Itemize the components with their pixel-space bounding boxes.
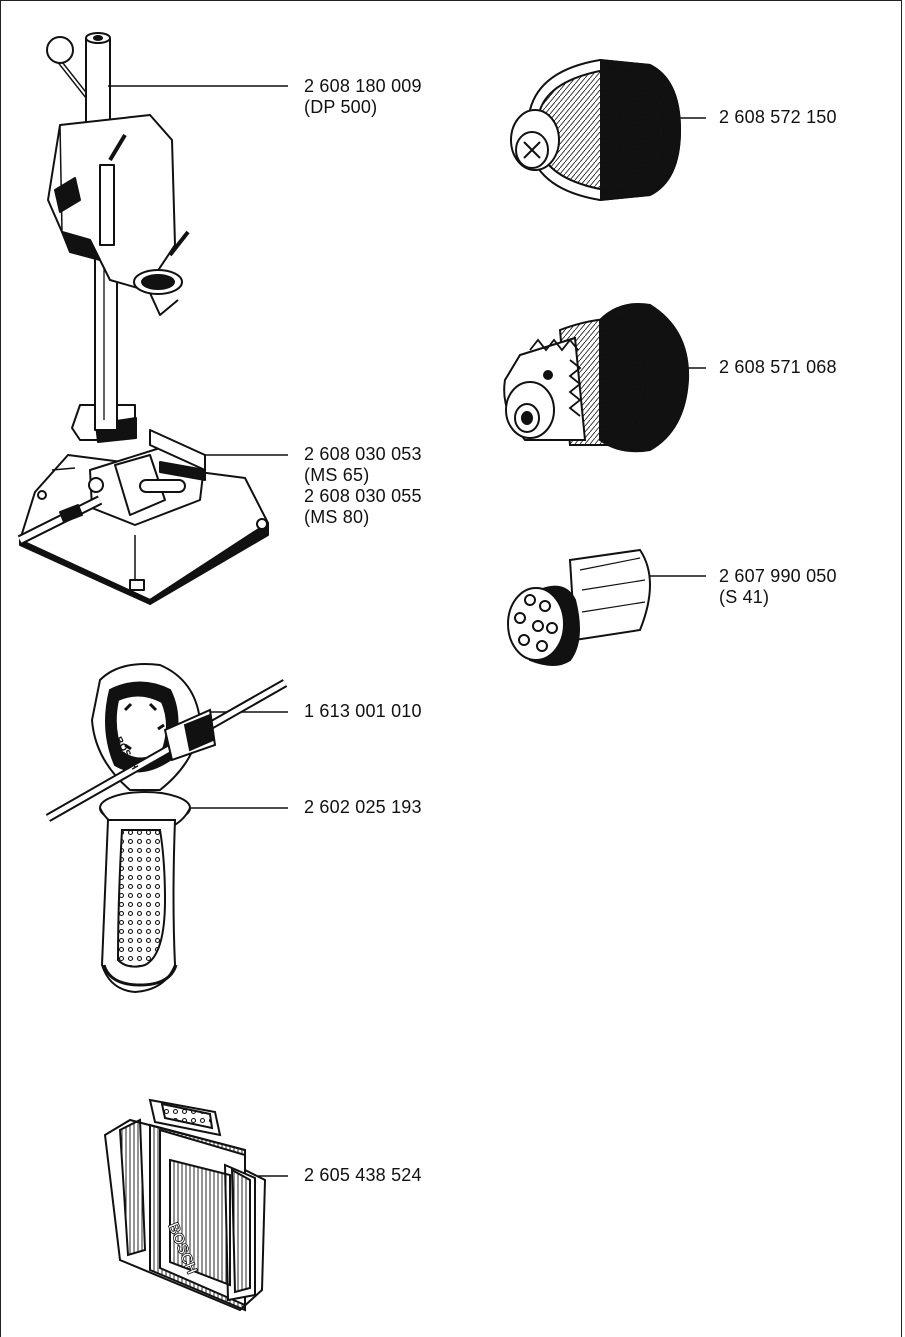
part-number: 1 613 001 010	[304, 701, 422, 721]
label-drill-stand: 2 608 180 009 (DP 500)	[304, 76, 422, 118]
label-machine-vice: 2 608 030 053 (MS 65) 2 608 030 055 (MS …	[304, 444, 422, 528]
drill-stand-drawing	[17, 32, 269, 605]
model-code: (S 41)	[719, 587, 770, 607]
part-number: 2 608 030 053	[304, 444, 422, 464]
part-number: 2 608 571 068	[719, 357, 837, 377]
carrying-case-drawing: BOSCH	[103, 1098, 267, 1312]
label-carrying-case: 2 605 438 524	[304, 1165, 422, 1186]
label-key-chuck: 2 608 571 068	[719, 357, 837, 378]
label-depth-stop: 1 613 001 010	[304, 701, 422, 722]
part-number: 2 608 030 055	[304, 486, 422, 506]
model-code: (MS 80)	[304, 507, 370, 527]
part-number: 2 608 180 009	[304, 76, 422, 96]
model-code: (MS 65)	[304, 465, 370, 485]
part-number: 2 607 990 050	[719, 566, 837, 586]
label-dust-cap: 2 607 990 050 (S 41)	[719, 566, 837, 608]
keyless-chuck-drawing	[510, 58, 682, 202]
part-number: 2 608 572 150	[719, 107, 837, 127]
dust-cap-drawing	[507, 548, 651, 666]
key-chuck-drawing	[503, 303, 690, 453]
label-aux-handle: 2 602 025 193	[304, 797, 422, 818]
leader-lines	[108, 85, 706, 1177]
aux-handle-drawing	[45, 663, 288, 994]
model-code: (DP 500)	[304, 97, 378, 117]
part-number: 2 602 025 193	[304, 797, 422, 817]
part-number: 2 605 438 524	[304, 1165, 422, 1185]
label-keyless-chuck: 2 608 572 150	[719, 107, 837, 128]
